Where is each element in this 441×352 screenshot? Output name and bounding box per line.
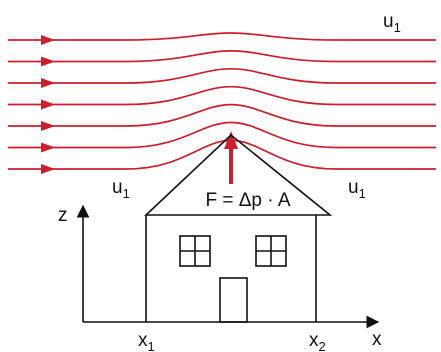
streamlines: [8, 33, 436, 174]
streamline-arrowhead: [41, 100, 55, 110]
streamline-arrowhead: [41, 143, 55, 153]
door: [220, 278, 247, 322]
z-axis-label: z: [58, 205, 68, 226]
x-axis-label: x: [372, 329, 382, 350]
streamline: [8, 51, 436, 62]
streamline-arrowhead: [41, 57, 55, 67]
house: [146, 135, 330, 322]
streamline: [8, 69, 436, 83]
u1-top-right-label: u1: [383, 11, 401, 35]
x2-label: x2: [309, 330, 326, 352]
streamline: [8, 33, 436, 40]
streamline-arrowhead: [41, 78, 55, 88]
streamline: [8, 87, 436, 105]
x1-label: x1: [138, 330, 155, 352]
force-equation-label: F = Δp · A: [205, 190, 290, 211]
u1-right-label: u1: [348, 177, 366, 201]
streamline-arrowhead: [41, 35, 55, 45]
streamline-arrowhead: [41, 121, 55, 131]
streamline: [8, 140, 436, 169]
house-walls: [146, 215, 316, 322]
streamline-arrowhead: [41, 164, 55, 174]
u1-left-label: u1: [112, 177, 130, 201]
